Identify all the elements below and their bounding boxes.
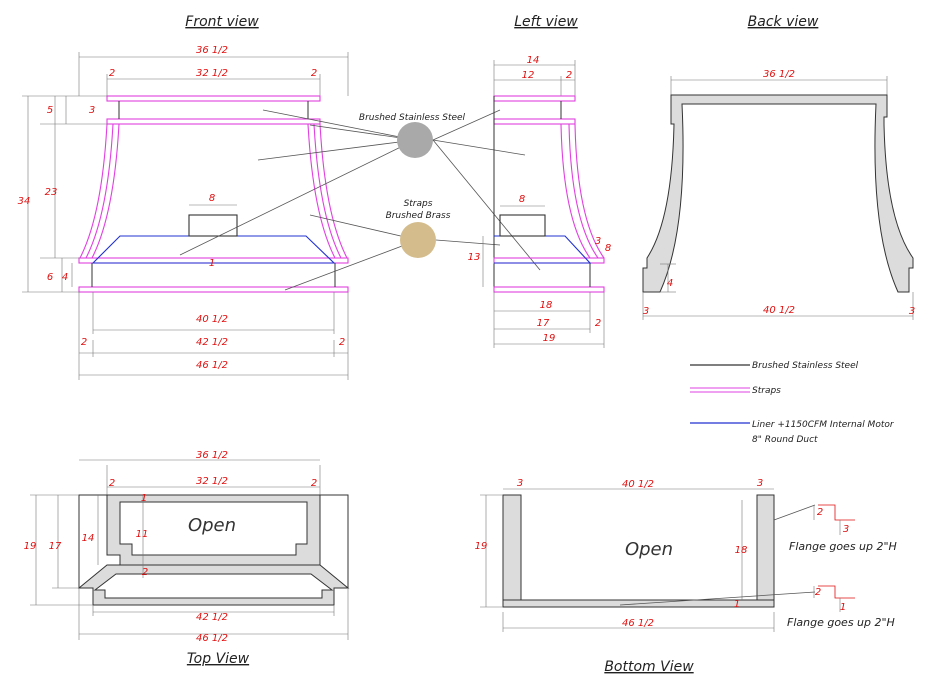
dim-front-bot-b: 42 1/2 (196, 337, 228, 348)
back-view-title: Back view (748, 14, 819, 30)
dim-left-v13: 13 (468, 252, 481, 263)
dim-back-top: 36 1/2 (763, 69, 795, 80)
dim-front-v4: 4 (62, 272, 68, 283)
bottom-view-title: Bottom View (604, 659, 694, 675)
dim-front-top-inner: 32 1/2 (196, 68, 228, 79)
dim-bottom-left: 3 (517, 478, 523, 489)
legend-steel-label: Brushed Stainless Steel (752, 361, 859, 371)
brass-callout-label-1: Straps (404, 199, 433, 209)
dim-bottom-v18: 18 (735, 545, 748, 556)
dim-flange2-a: 2 (815, 587, 821, 598)
dim-top-bot-b: 46 1/2 (196, 633, 228, 644)
top-view: 36 1/2 32 1/2 2 2 19 17 14 11 1 2 Open 4… (24, 450, 350, 644)
dim-front-v3: 3 (89, 105, 95, 116)
left-view: 14 12 2 8 3 8 13 18 17 19 2 (468, 55, 611, 348)
legend-straps-label: Straps (752, 386, 781, 396)
dim-top-v1: 1 (141, 493, 147, 504)
legend: Brushed Stainless Steel Straps Liner +11… (690, 361, 895, 445)
left-view-title: Left view (514, 14, 578, 30)
dim-left-bot-19: 19 (543, 333, 556, 344)
dim-front-v5: 5 (47, 105, 53, 116)
dim-top-bot-a: 42 1/2 (196, 612, 228, 623)
flange-label-1: Flange goes up 2"H (789, 540, 897, 553)
dim-top-v14: 14 (82, 533, 95, 544)
dim-left-side-8: 8 (605, 243, 611, 254)
front-view-title: Front view (185, 14, 259, 30)
brass-callout-label-2: Brushed Brass (386, 211, 451, 221)
dim-front-bot-c: 46 1/2 (196, 360, 228, 371)
dim-front-motor: 8 (209, 193, 215, 204)
dim-front-liner: 1 (209, 258, 215, 269)
dim-front-bot-a: 40 1/2 (196, 314, 228, 325)
dim-top-left: 2 (109, 478, 115, 489)
dim-top-v19: 19 (24, 541, 37, 552)
dim-flange1-b: 3 (843, 524, 849, 535)
dim-left-top-overall: 14 (527, 55, 540, 66)
dim-top-inner: 32 1/2 (196, 476, 228, 487)
back-view: 36 1/2 40 1/2 3 3 4 (642, 69, 915, 320)
bottom-view: 40 1/2 3 3 19 18 1 46 1/2 Open 2 3 Flang… (475, 478, 897, 632)
dim-left-bot-18: 18 (540, 300, 553, 311)
dim-flange2-b: 1 (840, 602, 846, 613)
dim-flange1-a: 2 (817, 507, 823, 518)
steel-swatch (397, 122, 433, 158)
steel-callout-label: Brushed Stainless Steel (359, 113, 466, 123)
dim-back-right: 3 (909, 306, 915, 317)
dim-front-top-right: 2 (311, 68, 317, 79)
dim-bottom-top: 40 1/2 (622, 479, 654, 490)
dim-front-v23: 23 (45, 187, 58, 198)
dim-back-left: 3 (643, 306, 649, 317)
dim-front-top-left: 2 (109, 68, 115, 79)
bottom-open-label: Open (625, 539, 673, 560)
dim-left-side-3: 3 (595, 236, 601, 247)
dim-top-v2: 2 (142, 567, 148, 578)
flange-label-2: Flange goes up 2"H (787, 616, 895, 629)
dim-bottom-bot: 46 1/2 (622, 618, 654, 629)
dim-left-top-right: 2 (566, 70, 572, 81)
legend-liner-label-2: 8" Round Duct (752, 435, 818, 445)
front-view: 36 1/2 32 1/2 2 2 5 3 23 34 6 4 8 1 40 1… (18, 45, 419, 380)
top-view-title: Top View (187, 651, 250, 667)
dim-front-v6: 6 (47, 272, 53, 283)
top-open-label: Open (188, 515, 236, 536)
brass-swatch (400, 222, 436, 258)
dim-front-v34: 34 (18, 196, 31, 207)
dim-left-top-inner: 12 (522, 70, 535, 81)
dim-left-bot-right: 2 (595, 318, 601, 329)
dim-bottom-right: 3 (757, 478, 763, 489)
legend-liner-label-1: Liner +1150CFM Internal Motor (752, 420, 895, 430)
dim-front-bot-right: 2 (339, 337, 345, 348)
dim-front-top-overall: 36 1/2 (196, 45, 228, 56)
dim-top-right: 2 (311, 478, 317, 489)
dim-top-v17: 17 (49, 541, 62, 552)
dim-back-v4: 4 (667, 278, 673, 289)
dim-front-bot-left: 2 (81, 337, 87, 348)
dim-top-v11: 11 (136, 529, 149, 540)
dim-left-motor: 8 (519, 194, 525, 205)
dim-top-overall: 36 1/2 (196, 450, 228, 461)
dim-left-bot-17: 17 (537, 318, 550, 329)
dim-bottom-v19: 19 (475, 541, 488, 552)
dim-bottom-v1: 1 (734, 599, 740, 610)
material-callouts: Brushed Stainless Steel Straps Brushed B… (359, 109, 541, 271)
dim-back-bottom: 40 1/2 (763, 305, 795, 316)
